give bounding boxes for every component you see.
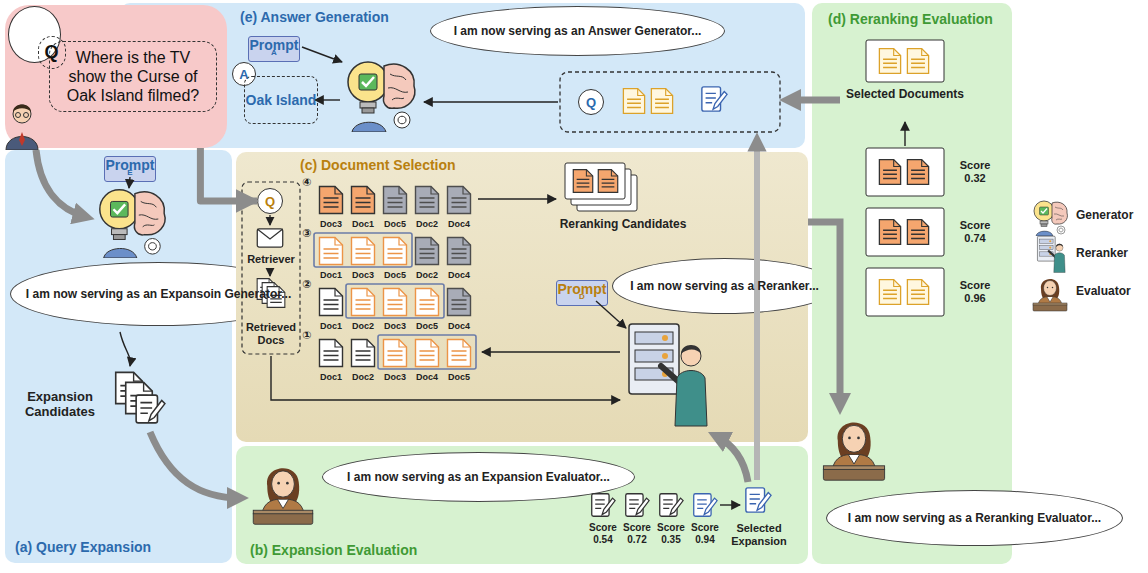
doc-label: Doc5 [379, 219, 411, 229]
caption-label: Reranking Candidates [548, 218, 698, 232]
node-text: Where is the TV show the Curse of Oak Is… [49, 41, 217, 112]
legend-icon [1034, 201, 1067, 236]
node-text: I am now serving as an Expansion Evaluat… [347, 470, 610, 484]
caption-label: Selected Expansion [722, 522, 796, 547]
prompt-tag: PromptA [248, 36, 300, 62]
node-text: I am now serving as an Answer Generator.… [454, 24, 702, 38]
query-badge: Q [578, 89, 604, 115]
prompt-tag: PromptE [104, 156, 156, 182]
node-text: Prompt [105, 157, 155, 173]
node-text: (b) Expansion Evaluation [250, 542, 808, 558]
query-badge: Q [8, 6, 61, 63]
caption-label: Retrieved Docs [240, 321, 302, 346]
rank-number: ② [300, 278, 314, 291]
caption-label: Expansion Candidates [12, 390, 108, 420]
score-label: Score 0.94 [688, 522, 722, 545]
doc-label: Doc5 [411, 321, 443, 331]
question-bubble: Where is the TV show the Curse of Oak Is… [5, 5, 227, 148]
doc-label: Doc2 [347, 321, 379, 331]
doc-label: Doc1 [347, 219, 379, 229]
doc-label: Doc4 [443, 219, 475, 229]
doc-label: Doc3 [379, 321, 411, 331]
legend-text: Reranker [1076, 247, 1128, 261]
stage-panel: (b) Expansion Evaluation I am now serving… [236, 446, 808, 564]
doc-label: Doc2 [411, 270, 443, 280]
rank-number: ① [300, 329, 314, 342]
doc-label: Doc3 [379, 372, 411, 382]
speech-bubble: I am now serving as an Answer Generator.… [430, 6, 725, 56]
rank-number: ④ [300, 176, 314, 189]
doc-label: Doc4 [411, 372, 443, 382]
stage-panel: (c) Document SelectionQPromptDI am now s… [236, 152, 808, 442]
doc-label: Doc5 [443, 372, 475, 382]
caption-label: Retriever [242, 253, 300, 266]
doc-label: Doc2 [347, 372, 379, 382]
node-text: I am now serving as an Expansoin Generat… [26, 287, 291, 301]
node-text: I am now serving as a Reranking Evaluato… [848, 511, 1101, 525]
stage-panel: (a) Query ExpansionPromptEI am now servi… [5, 150, 232, 563]
node-text: I am now serving as a Reranker... [630, 279, 819, 293]
doc-label: Doc1 [315, 270, 347, 280]
node-text: (e) Answer Generation [240, 9, 805, 25]
doc-label: Doc1 [315, 372, 347, 382]
node-text: Prompt [249, 37, 299, 53]
legend-text: Generator [1076, 209, 1133, 223]
node-text: Q [265, 194, 275, 209]
score-label: Score 0.54 [586, 522, 620, 545]
node-text: Q [586, 95, 596, 110]
speech-bubble: I am now serving as a Reranker... [612, 258, 837, 314]
score-label: Score 0.72 [620, 522, 654, 545]
doc-label: Doc2 [411, 219, 443, 229]
node-text: Oak Island [246, 92, 317, 108]
node-text: Prompt [557, 281, 607, 297]
rank-number: ③ [300, 227, 314, 240]
speech-bubble: I am now serving as an Expansion Evaluat… [322, 452, 635, 502]
score-label: Score 0.74 [951, 219, 999, 244]
node-text: A [239, 67, 248, 82]
score-label: Score 0.32 [951, 159, 999, 184]
doc-label: Doc3 [315, 219, 347, 229]
legend-text: Evaluator [1076, 285, 1131, 299]
caption-label: Selected Documents [845, 88, 965, 102]
speech-bubble: I am now serving as a Reranking Evaluato… [826, 490, 1123, 546]
score-label: Score 0.96 [951, 279, 999, 304]
doc-label: Doc1 [315, 321, 347, 331]
node-text: (c) Document Selection [300, 157, 808, 173]
score-label: Score 0.35 [654, 522, 688, 545]
doc-label: Doc4 [443, 270, 475, 280]
doc-label: Doc4 [443, 321, 475, 331]
prompt-tag: PromptD [556, 280, 608, 306]
legend-icon [1037, 236, 1065, 272]
node-text: Q [38, 36, 66, 69]
answer-box: Oak Island [244, 76, 318, 124]
doc-label: Doc5 [379, 270, 411, 280]
legend-icon [1033, 279, 1067, 311]
node-text: (d) Reranking Evaluation [828, 11, 1012, 27]
doc-label: Doc3 [347, 270, 379, 280]
node-text: (a) Query Expansion [15, 539, 232, 555]
query-badge: Q [257, 188, 283, 214]
